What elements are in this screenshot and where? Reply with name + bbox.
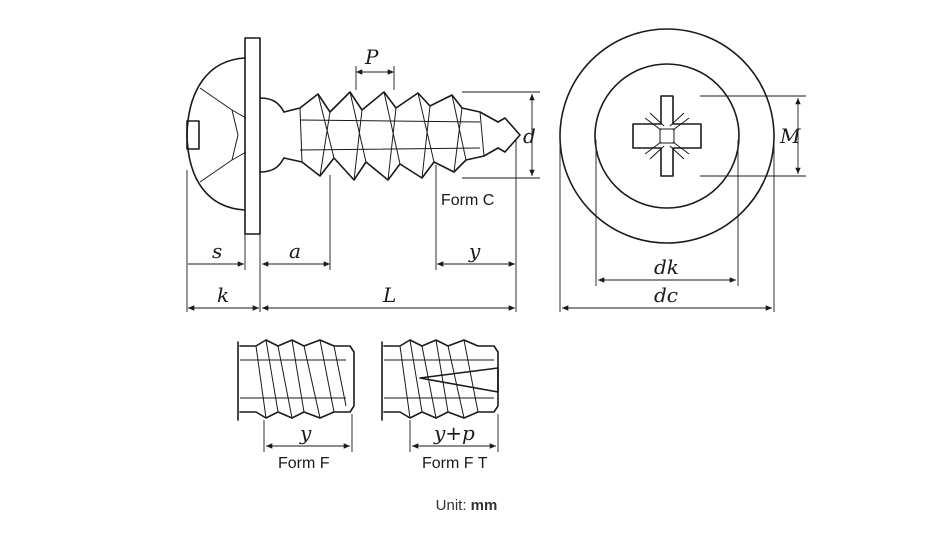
- screw-drawing: P d s a y k L Form C M dk dc y Form F: [186, 28, 806, 472]
- side-view: P d s a y k L Form C: [186, 37, 540, 312]
- end-view: M dk dc: [559, 28, 806, 312]
- label-M: M: [779, 124, 801, 148]
- form-f-view: y Form F: [237, 339, 355, 472]
- head-recess: [199, 87, 247, 183]
- unit-caption: Unit: mm: [0, 497, 933, 514]
- label-s: s: [212, 239, 222, 263]
- label-L: L: [382, 283, 396, 307]
- form-ft-view: y+p Form F T: [381, 339, 499, 472]
- label-d: d: [523, 124, 536, 148]
- label-y-plus-p: y+p: [433, 421, 475, 445]
- label-pitch: P: [364, 45, 379, 69]
- label-dc: dc: [654, 283, 678, 307]
- label-form-c: Form C: [441, 192, 494, 209]
- label-a: a: [289, 239, 301, 263]
- unit-prefix: Unit:: [435, 497, 467, 514]
- label-form-ft: Form F T: [422, 455, 488, 472]
- label-y-form-f: y: [299, 421, 312, 445]
- unit-value: mm: [470, 497, 498, 514]
- thread-body: [283, 91, 499, 181]
- washer-flange: [244, 37, 261, 235]
- cross-recess: [632, 95, 702, 177]
- washer-circle: [559, 28, 775, 244]
- screw-point: [497, 117, 521, 153]
- head-slot: [186, 120, 200, 150]
- screw-head: [186, 57, 246, 211]
- label-y: y: [468, 239, 481, 263]
- label-k: k: [217, 283, 229, 307]
- label-dk: dk: [654, 255, 679, 279]
- head-circle: [594, 63, 740, 209]
- label-form-f: Form F: [278, 455, 330, 472]
